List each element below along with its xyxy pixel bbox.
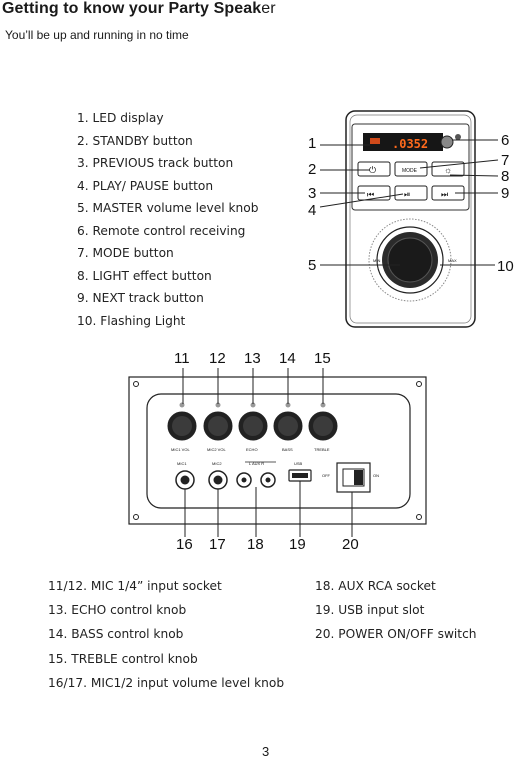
front-callout-lines xyxy=(319,139,499,266)
led-display xyxy=(363,133,443,151)
flashing-light-icon xyxy=(455,134,461,140)
mic2-vol-label: MIC2 VOL xyxy=(207,447,226,452)
treble-label: TREBLE xyxy=(314,447,330,452)
callout-8: 8 xyxy=(501,168,509,185)
legend-item: 9. NEXT track button xyxy=(77,291,204,305)
legend-item: 4. PLAY/ PAUSE button xyxy=(77,178,214,193)
callout-6: 6 xyxy=(501,132,509,149)
legend-item: 13. ECHO control knob xyxy=(48,603,187,618)
page-subtitle: You’ll be up and running in no time xyxy=(5,28,189,42)
callout-3: 3 xyxy=(308,185,316,202)
callout-10: 10 xyxy=(497,258,514,275)
knob-max-label: MAX xyxy=(448,258,457,263)
legend-item: 18. AUX RCA socket xyxy=(315,579,436,593)
legend-item: 11/12. MIC 1/4” input socket xyxy=(48,579,222,593)
power-icon: ⏻ xyxy=(369,165,376,175)
aux-label: L AUX R xyxy=(249,461,264,466)
legend-item: 5. MASTER volume level knob xyxy=(77,201,259,215)
legend-item: 7. MODE button xyxy=(77,246,174,260)
remote-receiver-icon xyxy=(440,135,454,149)
rear-panel-legend-right: 18. AUX RCA socket 19. USB input slot 20… xyxy=(315,579,477,652)
callout-9: 9 xyxy=(501,185,509,202)
legend-item: 6. Remote control receiving xyxy=(77,223,246,238)
callout-20: 20 xyxy=(342,536,359,553)
callout-14: 14 xyxy=(279,350,296,367)
callout-7: 7 xyxy=(501,152,509,169)
mic1-label: MIC1 xyxy=(177,461,187,466)
callout-5: 5 xyxy=(308,257,316,274)
mic2-label: MIC2 xyxy=(212,461,222,466)
callout-2: 2 xyxy=(308,161,316,178)
play-pause-button[interactable] xyxy=(394,185,428,201)
knob-min-label: MIN xyxy=(373,258,380,263)
callout-16: 16 xyxy=(176,536,193,553)
legend-item: 10. Flashing Light xyxy=(77,313,186,328)
callout-12: 12 xyxy=(209,350,226,367)
led-readout: .0352 xyxy=(392,137,428,151)
callout-11: 11 xyxy=(174,350,190,367)
page-number: 3 xyxy=(262,744,270,759)
callout-13: 13 xyxy=(244,350,261,367)
mode-button[interactable] xyxy=(394,161,428,177)
previous-icon: ⏮ xyxy=(367,190,374,199)
callout-15: 15 xyxy=(314,350,331,367)
rear-panel-diagram: MIC1 VOL MIC2 VOL ECHO BASS TREBLE MIC1 … xyxy=(128,376,427,525)
legend-item: 19. USB input slot xyxy=(315,603,425,618)
legend-item: 1. LED display xyxy=(77,111,164,125)
callout-19: 19 xyxy=(289,536,306,553)
legend-item: 16/17. MIC1/2 input volume level knob xyxy=(48,675,285,690)
callout-18: 18 xyxy=(247,536,264,553)
legend-item: 3. PREVIOUS track button xyxy=(77,156,234,170)
usb-label: USB xyxy=(294,461,303,466)
on-label: ON xyxy=(373,473,379,478)
legend-item: 14. BASS control knob xyxy=(48,627,184,642)
next-icon: ⏭ xyxy=(441,190,448,199)
standby-button[interactable] xyxy=(357,161,391,177)
legend-item: 20. POWER ON/OFF switch xyxy=(315,627,477,642)
page-title-tail: er xyxy=(261,0,276,17)
play-pause-icon: ⏯ xyxy=(404,190,410,199)
rear-callout-lines xyxy=(182,368,353,537)
front-panel-legend: 1. LED display 2. STANDBY button 3. PREV… xyxy=(77,111,258,336)
bass-label: BASS xyxy=(282,447,293,452)
legend-item: 2. STANDBY button xyxy=(77,133,193,148)
page-title-main: Getting to know your Party Speak xyxy=(2,0,262,17)
rear-knobs xyxy=(167,402,338,441)
legend-item: 8. LIGHT effect button xyxy=(77,268,212,283)
rear-panel-legend-left: 11/12. MIC 1/4” input socket 13. ECHO co… xyxy=(48,579,284,700)
light-icon: ☼ xyxy=(444,165,452,175)
callout-1: 1 xyxy=(308,135,316,152)
callout-4: 4 xyxy=(308,202,316,219)
page-title: Getting to know your Party Speaker xyxy=(2,0,276,18)
mic1-vol-label: MIC1 VOL xyxy=(171,447,190,452)
echo-label: ECHO xyxy=(246,447,258,452)
off-label: OFF xyxy=(322,473,331,478)
legend-item: 15. TREBLE control knob xyxy=(48,651,198,666)
mode-label: MODE xyxy=(402,168,418,174)
callout-17: 17 xyxy=(209,536,226,553)
